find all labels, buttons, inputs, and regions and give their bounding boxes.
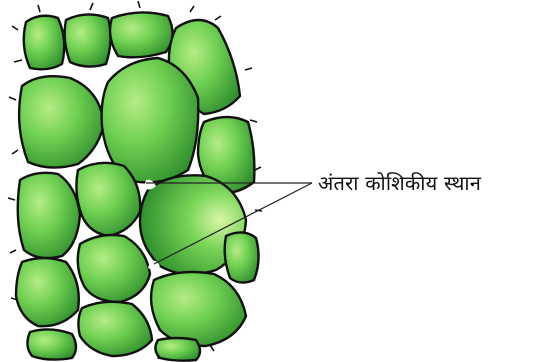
cell	[76, 163, 140, 236]
cell	[225, 232, 259, 282]
cell	[78, 235, 150, 302]
intercellular-space-label: अंतरा कोशिकीय स्थान	[318, 169, 481, 196]
cell	[110, 12, 173, 57]
cell	[78, 302, 152, 356]
cell	[151, 272, 246, 346]
cell	[24, 16, 65, 70]
cell	[27, 329, 76, 359]
cell	[18, 173, 80, 258]
cell	[65, 14, 111, 66]
cell	[16, 258, 79, 326]
cell	[155, 338, 200, 361]
cell	[19, 76, 104, 167]
